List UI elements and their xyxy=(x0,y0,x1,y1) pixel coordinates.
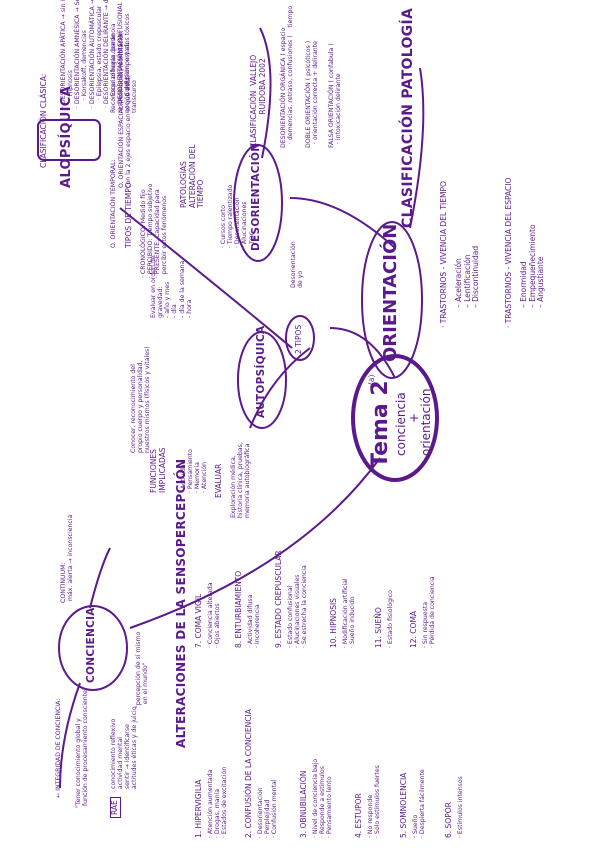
alteracion-6-body: · Estímulos intensos xyxy=(457,776,464,838)
alteracion-5-heading: 5. SOMNOLENCIA xyxy=(399,772,408,838)
conciencia-ellipse xyxy=(58,605,128,691)
alteracion-7-heading: 7. COMA VIGIL xyxy=(194,593,203,648)
conciencia-title: CONCIENCIA xyxy=(85,607,97,683)
dos-tipos-ellipse xyxy=(285,315,315,361)
center-title: Tema 2 xyxy=(368,380,393,468)
clasif-vallejo: CLASIFICACIÓN VALLEJO RUIDOBA 2002 xyxy=(249,54,267,148)
alopsiquica-frame xyxy=(37,119,101,161)
falsa-orientacion: FALSA ORIENTACIÓN ( confabula ) · intoxi… xyxy=(328,43,343,148)
tipos-tiempo-label: TIPOS DE TIEMPO xyxy=(124,182,133,248)
center-sub1: conciencia xyxy=(394,392,408,456)
rae-label: RAE xyxy=(110,797,121,818)
rae-text: : conocimiento reflexivo actividad menta… xyxy=(110,706,139,793)
trastornos-espacio: · TRASTORNOS - VIVENCIA DEL ESPACIO xyxy=(504,177,513,328)
autopsiquica-ellipse xyxy=(237,331,287,429)
center-sup: (a) xyxy=(367,374,376,385)
patologias-title: PATOLOGÍAS ALTERACIÓN DEL TIEMPO xyxy=(179,144,206,208)
alteracion-3-heading: 3. OBNUBILACIÓN xyxy=(299,770,308,838)
conciencia-def: "Tener conocimiento global y función de … xyxy=(75,687,90,808)
desorientacion-title: DESORIENTACIÓN xyxy=(250,142,262,251)
alteracion-3-body: · Nivel de conciencia bajo · Responde a … xyxy=(312,758,334,838)
alteracion-12-heading: 12. COMA xyxy=(409,610,418,648)
eval-gravedad: Evaluar en orden de gravedad: - año y me… xyxy=(150,255,193,318)
alteracion-11-body: · Estado fisiológico xyxy=(387,590,394,648)
clasif-clasica-list: · DESORIENTACIÓN APÁTICA → sin interés ·… xyxy=(60,0,132,108)
orientacion-title: ORIENTACIÓN xyxy=(380,223,401,362)
alteracion-10-heading: 10. HIPNOSIS xyxy=(329,598,338,648)
continuum-note: CONTINUUM: máx. alerta → inconsciencia xyxy=(60,514,75,603)
desorientacion-sub: Desorientación de yo xyxy=(290,241,305,288)
alopsiquica-o-temporal: O. ORIENTACIÓN TEMPORAL: xyxy=(110,159,117,248)
orientacion-ellipse xyxy=(361,221,423,379)
evaluar-title: EVALUAR xyxy=(214,463,223,498)
integridad-label: ← INTEGRIDAD DE CONCIENCIA: xyxy=(55,698,62,798)
alteracion-12-body: · Sin respuesta · Pérdida de conciencia xyxy=(422,576,437,648)
clasif-patologia-title: CLASIFICACIÓN PATOLOGÍA xyxy=(400,7,416,228)
alteracion-8-body: · Actividad difusa · Incoherencia xyxy=(247,594,262,648)
tiempo-items: – Aceleración – Lentificación – Disconti… xyxy=(454,245,481,308)
desorientacion-organica: DESORIENTACIÓN ORGÁNICA ( espacio · deme… xyxy=(280,5,295,148)
autopsiquica-def: Conocer, reconocimiento del propio cuerp… xyxy=(130,346,152,453)
center-ellipse xyxy=(351,354,439,482)
alteracion-9-body: · Estado confusional · Alucinaciones vis… xyxy=(287,565,309,648)
clasif-clasica-title: CLASIFICACIÓN CLÁSICA: xyxy=(39,73,48,168)
alteraciones-title: ALTERACIONES DE LA SENSOPERCEPCIÓN xyxy=(174,458,188,748)
dos-tipos-label: 2 TIPOS xyxy=(294,324,303,354)
alteracion-2-body: · Desorientación · Perplejidad · Confusi… xyxy=(257,779,279,838)
evaluar-list: Exploración médica, historia clínica, pr… xyxy=(230,442,252,518)
alteracion-5-body: · Sueño · Despierta fácilmente xyxy=(412,769,427,838)
alteracion-2-heading: 2. CONFUSIÓN DE LA CONCIENCIA xyxy=(244,709,253,838)
alteracion-8-heading: 8. ENTURBIAMIENTO xyxy=(234,570,243,648)
alteracion-1-body: · Atención aumentada · Drogas, manía · E… xyxy=(207,766,229,838)
alteracion-4-heading: 4. ESTUPOR xyxy=(354,793,363,838)
alteracion-10-body: · Modificación artificial · Sueño induci… xyxy=(342,578,357,648)
espacio-items: – Enormidad – Empequeñecimiento – Angust… xyxy=(519,224,546,308)
alteracion-9-heading: 9. ESTADO CREPUSCULAR xyxy=(274,550,283,648)
center-sub3: orientación xyxy=(419,388,433,456)
percepcion-note: "percepción de sí mismo en el mundo" xyxy=(135,631,150,708)
desorientacion-ellipse xyxy=(233,144,283,262)
autopsiquica-title: AUTOPSÍQUICA xyxy=(255,325,267,418)
doble-orientacion: DOBLE ORIENTACIÓN ( psicóticos ) · orien… xyxy=(305,40,320,148)
alteracion-1-heading: 1. HIPERVIGILIA xyxy=(194,779,203,838)
trastornos-tiempo: · TRASTORNOS - VIVENCIA DEL TIEMPO xyxy=(439,181,448,328)
alteracion-7-body: · Conciencia alterada · Ojos abiertos xyxy=(207,582,222,649)
funciones-title: FUNCIONES IMPLICADAS xyxy=(149,447,167,494)
alteracion-4-body: · No responde · Sólo estímulos fuertes xyxy=(367,765,382,838)
alteracion-11-heading: 11. SUEÑO xyxy=(374,607,383,648)
alteracion-6-heading: 6. SOPOR xyxy=(444,802,453,838)
